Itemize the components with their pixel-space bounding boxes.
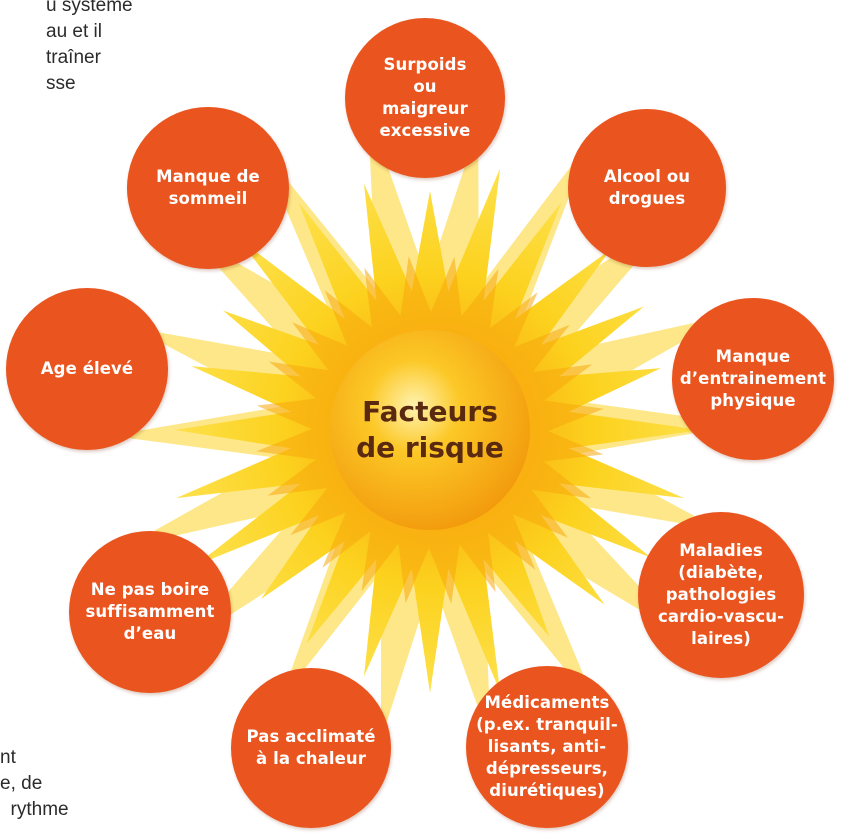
factor-acclimatation: Pas acclimaté à la chaleur xyxy=(231,668,391,828)
center-title: Facteurs de risque xyxy=(330,380,530,480)
factor-maladies: Maladies (diabète, pathologies cardio-va… xyxy=(638,512,804,678)
background-text-bottom: nt e, de rythme xyxy=(0,747,69,820)
sun-core xyxy=(330,330,530,530)
factor-hydratation: Ne pas boire suffisamment d’eau xyxy=(69,531,231,693)
center-title-text: Facteurs de risque xyxy=(356,395,504,464)
factor-surpoids: Surpoids ou maigreur excessive xyxy=(345,18,505,178)
factor-medicaments: Médicaments (p.ex. tranquil- lisants, an… xyxy=(466,666,628,828)
factor-entrainement: Manque d’entrainement physique xyxy=(672,298,834,460)
background-text-top: u système au et il traîner sse xyxy=(46,0,133,94)
factor-alcool: Alcool ou drogues xyxy=(568,109,726,267)
factor-age: Age élevé xyxy=(6,288,168,450)
factor-sommeil: Manque de sommeil xyxy=(127,107,289,269)
